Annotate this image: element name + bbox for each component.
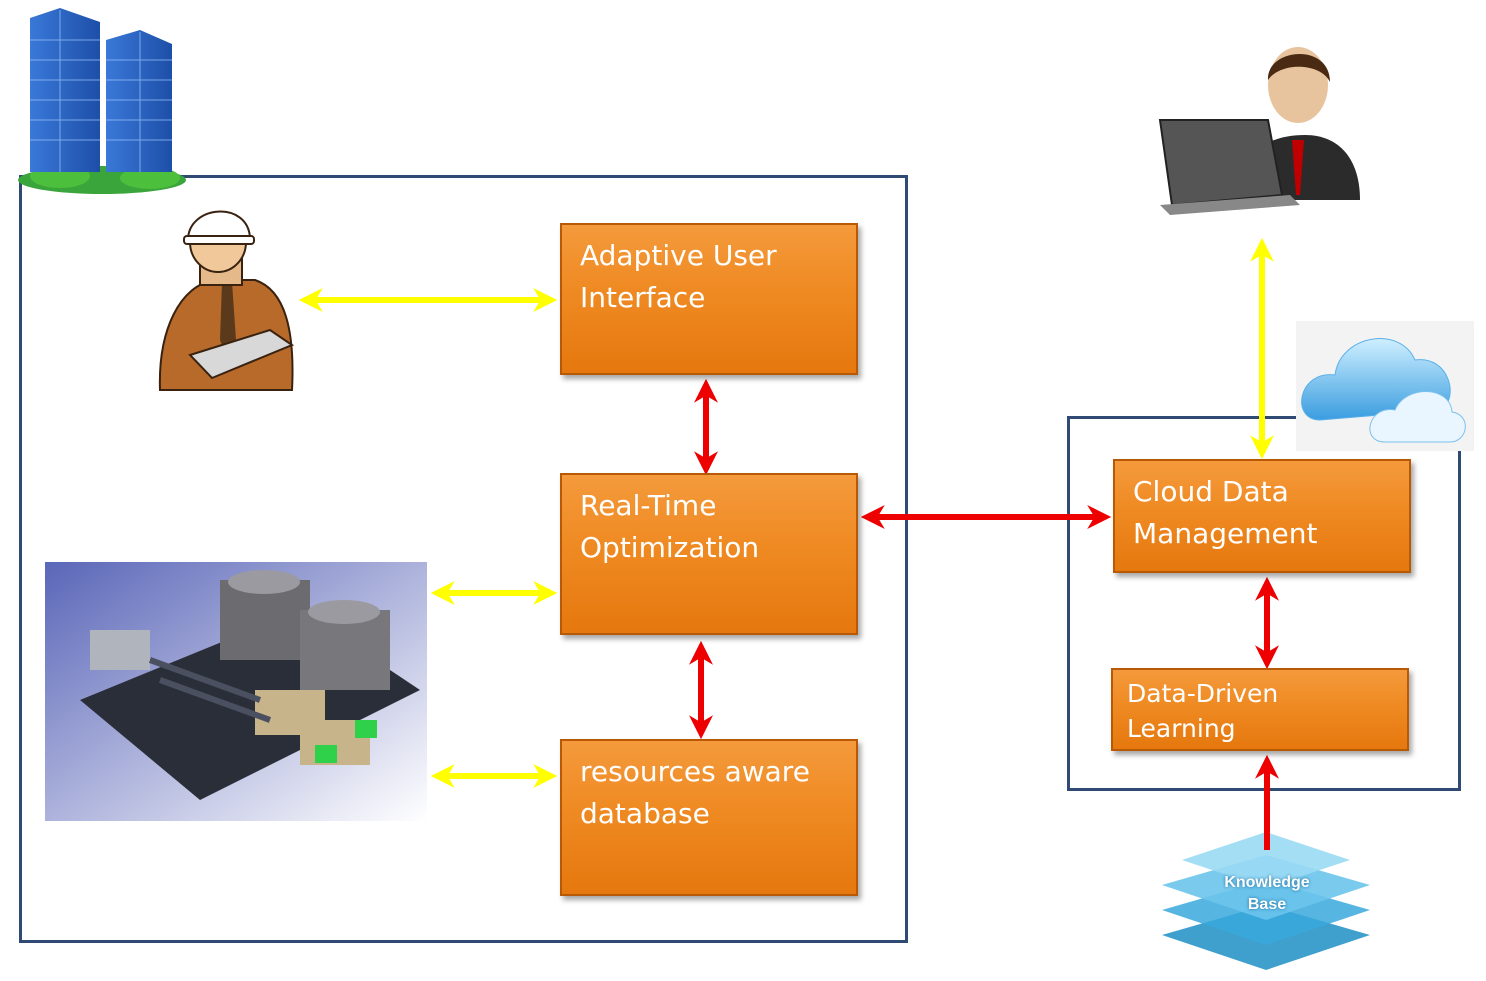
engineer-icon [158, 210, 295, 391]
knowledge-base-icon [1162, 832, 1370, 970]
data-driven-learning-box: Data-Driven Learning [1111, 668, 1409, 751]
resources-database-box: resources aware database [560, 739, 858, 896]
knowledge-base-label-1: Knowledge [1224, 874, 1310, 891]
realtime-optimization-box: Real-Time Optimization [560, 473, 858, 635]
knowledge-base-label-2: Base [1247, 896, 1287, 913]
hvac-plant-icon [45, 562, 427, 821]
office-building-icon [18, 8, 186, 194]
user-laptop-icon [1158, 47, 1360, 215]
cloud-icon [1296, 321, 1474, 451]
cloud-data-management-box: Cloud Data Management [1113, 459, 1411, 573]
adaptive-ui-box: Adaptive User Interface [560, 223, 858, 375]
building-frame [19, 175, 908, 943]
